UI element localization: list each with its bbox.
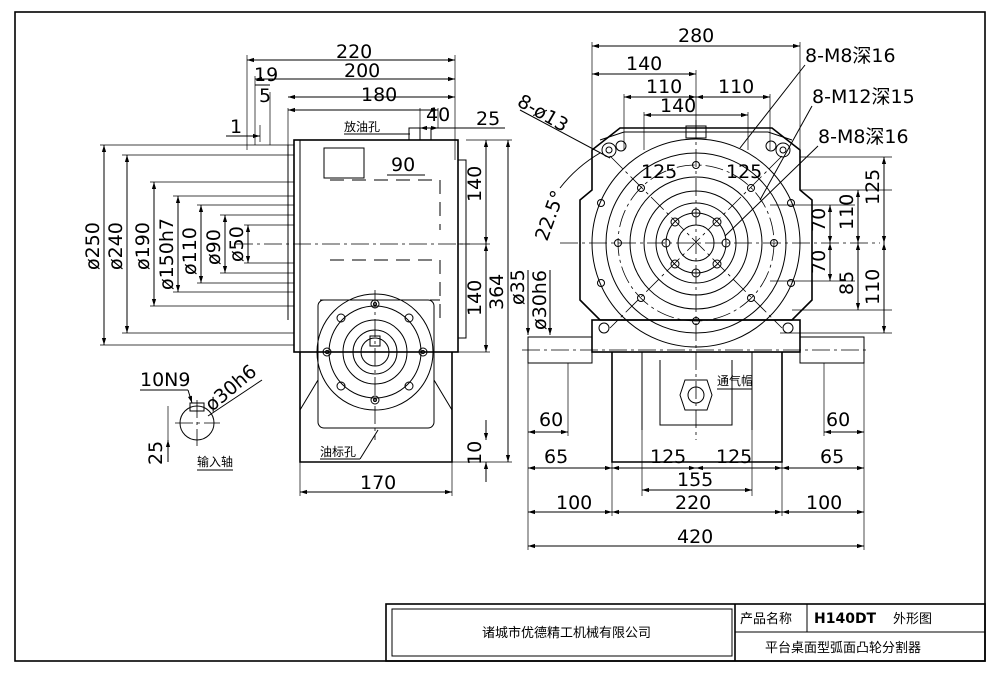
dim-d190: ø190	[132, 222, 154, 270]
front-housing	[579, 127, 813, 321]
dim-5: 5	[259, 85, 271, 107]
base-flange	[591, 319, 801, 353]
dim-d150h7: ø150h7	[156, 218, 178, 290]
product-name-label: 产品名称	[740, 611, 792, 627]
dim-364: 364	[486, 274, 508, 310]
callout-8-d13: 8-ø13	[514, 90, 572, 136]
dim-d90: ø90	[203, 229, 225, 265]
label-input-shaft: 输入轴	[197, 454, 233, 469]
label-oil-gauge: 油标孔	[320, 445, 356, 459]
model-number: H140DT	[814, 611, 877, 627]
dim-10: 10	[464, 441, 486, 465]
dim-140-lower: 140	[464, 280, 486, 316]
dim-90: 90	[391, 154, 415, 176]
dim-key-10n9: 10N9	[140, 369, 190, 391]
dim-125-bottom-right: 125	[716, 446, 752, 468]
dim-shaft-25: 25	[145, 441, 167, 465]
dim-65-right: 65	[820, 446, 844, 468]
title-block: 诸城市优德精工机械有限公司 产品名称 H140DT 外形图 平台桌面型弧面凸轮分…	[385, 603, 986, 662]
dim-d250: ø250	[82, 222, 104, 270]
dim-d240: ø240	[105, 222, 127, 270]
dim-220: 220	[336, 41, 372, 63]
view-name: 外形图	[893, 612, 932, 627]
dim-85: 85	[836, 271, 858, 295]
dim-140-top: 140	[626, 53, 662, 75]
dim-60-left: 60	[539, 409, 563, 431]
dim-110-upper: 110	[836, 194, 858, 230]
table-bolt-holes	[597, 140, 795, 325]
dim-170: 170	[360, 472, 396, 494]
vent-cap	[679, 379, 713, 411]
side-view: 220 200 180 19 5 1 40 25 90	[82, 41, 512, 496]
dim-420: 420	[677, 526, 713, 548]
dim-d50: ø50	[226, 226, 248, 262]
callout-m12: 8-M12深15	[812, 86, 915, 108]
label-drain-hole: 放油孔	[344, 119, 380, 134]
dim-70-upper: 70	[808, 208, 830, 232]
dim-angle-22-5: 22.5°	[531, 187, 569, 243]
label-vent-cap: 通气帽	[717, 373, 753, 388]
dim-r125-right: 125	[726, 161, 762, 183]
dim-19: 19	[254, 64, 278, 86]
front-view: 280 140 110 110 140 8-M8深16 8-M12深15 8-M…	[507, 25, 915, 550]
product-description: 平台桌面型弧面凸轮分割器	[765, 640, 921, 656]
dim-220-bottom: 220	[675, 492, 711, 514]
dim-25: 25	[476, 108, 500, 130]
callout-m8-a: 8-M8深16	[805, 45, 896, 67]
dim-40: 40	[426, 104, 450, 126]
dim-shaft-d30h6: ø30h6	[201, 360, 261, 415]
dim-100-left: 100	[556, 492, 592, 514]
dim-200: 200	[344, 60, 380, 82]
dim-d35: ø35	[507, 269, 529, 305]
dim-180: 180	[361, 84, 397, 106]
dim-100-right: 100	[806, 492, 842, 514]
callout-m8-b: 8-M8深16	[818, 126, 909, 148]
dim-140-upper: 140	[464, 166, 486, 202]
dim-1: 1	[230, 116, 242, 138]
dim-110-right: 110	[718, 76, 754, 98]
dim-70-lower: 70	[808, 250, 830, 274]
dim-d110: ø110	[179, 227, 201, 275]
dim-r125-left: 125	[641, 161, 677, 183]
dim-155: 155	[677, 469, 713, 491]
dim-110-left: 110	[646, 76, 682, 98]
input-shaft-section: 10N9 ø30h6 25 输入轴	[140, 360, 263, 471]
dim-d30h6-right: ø30h6	[529, 270, 551, 330]
dim-65-left: 65	[544, 446, 568, 468]
dim-125-right: 125	[862, 169, 884, 205]
dim-125-bottom-left: 125	[650, 446, 686, 468]
dim-110-lower: 110	[862, 269, 884, 305]
dim-60-right: 60	[826, 409, 850, 431]
dim-140-inner: 140	[660, 95, 696, 117]
dim-280: 280	[678, 25, 714, 47]
company-name: 诸城市优德精工机械有限公司	[482, 625, 651, 641]
